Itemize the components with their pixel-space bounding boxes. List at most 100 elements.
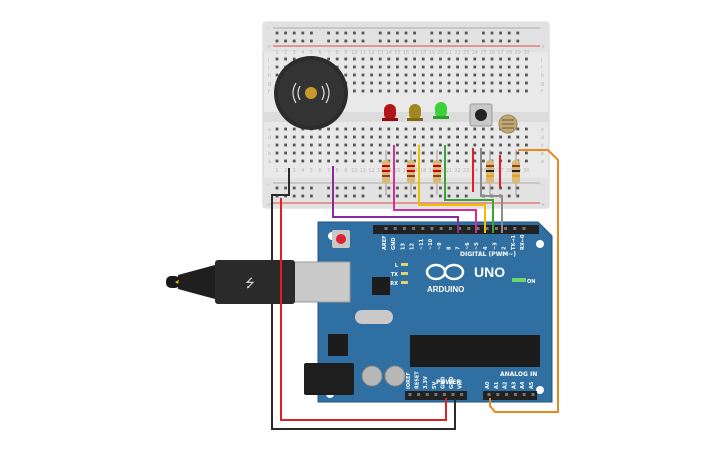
wire-orange-ldr-a0[interactable] (489, 149, 559, 413)
breadboard-hole[interactable] (413, 135, 416, 139)
rail-hole[interactable] (482, 39, 485, 43)
breadboard-hole[interactable] (310, 151, 313, 155)
analog-header[interactable] (483, 391, 537, 400)
rail-hole[interactable] (361, 31, 365, 35)
breadboard-hole[interactable] (499, 65, 502, 69)
rail-hole[interactable] (404, 31, 408, 35)
breadboard-hole[interactable] (490, 151, 494, 155)
breadboard-hole[interactable] (378, 127, 382, 131)
breadboard-hole[interactable] (275, 151, 279, 155)
breadboard-hole[interactable] (275, 159, 279, 163)
breadboard-hole[interactable] (525, 127, 528, 131)
power-jack[interactable] (304, 363, 354, 395)
breadboard-hole[interactable] (464, 73, 468, 77)
breadboard-hole[interactable] (464, 159, 468, 163)
rail-hole[interactable] (344, 186, 348, 190)
breadboard-hole[interactable] (327, 135, 330, 139)
breadboard-hole[interactable] (473, 81, 477, 85)
breadboard-hole[interactable] (430, 81, 434, 85)
wire-yellow-yellow-led[interactable] (418, 145, 486, 233)
breadboard-hole[interactable] (430, 151, 434, 155)
rail-hole[interactable] (439, 186, 442, 190)
breadboard-hole[interactable] (318, 143, 322, 147)
breadboard-hole[interactable] (464, 127, 468, 131)
breadboard-hole[interactable] (344, 143, 348, 147)
breadboard-hole[interactable] (327, 159, 330, 163)
power-pin-socket[interactable] (425, 393, 429, 396)
breadboard-hole[interactable] (464, 57, 468, 61)
red-led[interactable] (382, 104, 398, 121)
breadboard-hole[interactable] (473, 57, 477, 61)
digital-pin-socket[interactable] (522, 227, 526, 230)
green-led[interactable] (433, 102, 449, 119)
rail-hole[interactable] (516, 31, 520, 35)
breadboard-hole[interactable] (430, 127, 434, 131)
digital-header[interactable] (373, 225, 539, 234)
rail-hole[interactable] (430, 31, 434, 35)
breadboard-hole[interactable] (499, 57, 502, 61)
breadboard-hole[interactable] (378, 135, 382, 139)
breadboard-hole[interactable] (361, 57, 365, 61)
breadboard-hole[interactable] (413, 127, 416, 131)
breadboard-hole[interactable] (353, 73, 356, 77)
breadboard-hole[interactable] (396, 151, 399, 155)
breadboard-hole[interactable] (525, 57, 528, 61)
breadboard-hole[interactable] (507, 143, 511, 147)
breadboard-hole[interactable] (327, 143, 330, 147)
breadboard-hole[interactable] (507, 65, 511, 69)
digital-pin-socket[interactable] (439, 227, 443, 230)
digital-pin-socket[interactable] (513, 227, 517, 230)
breadboard-hole[interactable] (396, 81, 399, 85)
breadboard-hole[interactable] (370, 151, 373, 155)
breadboard-hole[interactable] (310, 159, 313, 163)
yellow-led[interactable] (407, 104, 423, 121)
breadboard-hole[interactable] (378, 73, 382, 77)
wire-gray-pushbutton[interactable] (480, 148, 503, 233)
breadboard-hole[interactable] (404, 135, 408, 139)
breadboard-hole[interactable] (353, 143, 356, 147)
breadboard-hole[interactable] (353, 151, 356, 155)
breadboard-hole[interactable] (473, 73, 477, 77)
breadboard-hole[interactable] (439, 65, 442, 69)
rail-hole[interactable] (507, 186, 511, 190)
rail-hole[interactable] (378, 39, 382, 43)
breadboard-hole[interactable] (516, 65, 520, 69)
breadboard-hole[interactable] (421, 57, 425, 61)
breadboard-hole[interactable] (378, 81, 382, 85)
breadboard-hole[interactable] (370, 127, 373, 131)
breadboard-hole[interactable] (516, 73, 520, 77)
breadboard-hole[interactable] (525, 151, 528, 155)
rail-hole[interactable] (284, 39, 287, 43)
breadboard-hole[interactable] (344, 57, 348, 61)
power-pin-socket[interactable] (408, 393, 412, 396)
breadboard-hole[interactable] (473, 65, 477, 69)
rail-hole[interactable] (404, 186, 408, 190)
breadboard-hole[interactable] (490, 57, 494, 61)
rail-hole[interactable] (396, 31, 399, 35)
breadboard-hole[interactable] (396, 89, 399, 93)
breadboard-hole[interactable] (318, 135, 322, 139)
breadboard-hole[interactable] (284, 57, 287, 61)
breadboard-hole[interactable] (387, 127, 391, 131)
breadboard-hole[interactable] (525, 73, 528, 77)
breadboard-hole[interactable] (447, 57, 451, 61)
breadboard-hole[interactable] (482, 73, 485, 77)
rail-hole[interactable] (327, 194, 330, 198)
rail-hole[interactable] (413, 194, 416, 198)
breadboard-hole[interactable] (335, 135, 339, 139)
breadboard-hole[interactable] (396, 135, 399, 139)
breadboard-hole[interactable] (370, 135, 373, 139)
rail-hole[interactable] (378, 194, 382, 198)
breadboard-hole[interactable] (404, 151, 408, 155)
breadboard-hole[interactable] (439, 127, 442, 131)
breadboard-hole[interactable] (507, 159, 511, 163)
breadboard-hole[interactable] (335, 159, 339, 163)
breadboard-hole[interactable] (284, 151, 287, 155)
rail-hole[interactable] (301, 194, 305, 198)
power-pin-socket[interactable] (434, 393, 438, 396)
breadboard-hole[interactable] (456, 159, 459, 163)
breadboard-hole[interactable] (439, 73, 442, 77)
analog-pin-socket[interactable] (487, 393, 491, 396)
breadboard-hole[interactable] (335, 151, 339, 155)
rail-hole[interactable] (456, 39, 459, 43)
